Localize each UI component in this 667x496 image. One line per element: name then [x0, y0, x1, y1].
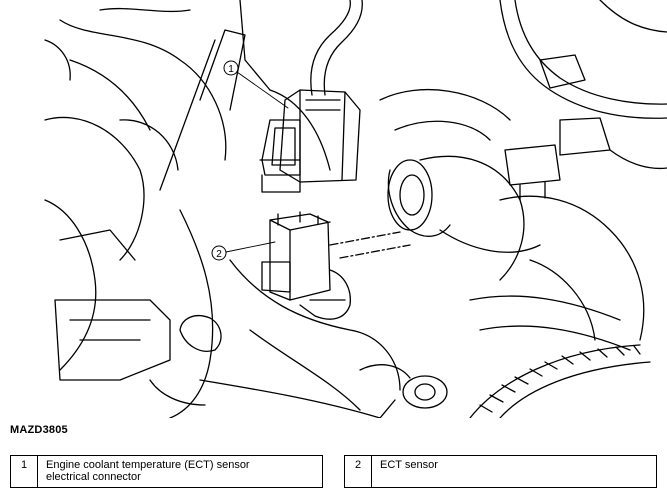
braided-hose: [469, 344, 651, 418]
legend-item-1: 1 Engine coolant temperature (ECT) senso…: [10, 455, 323, 488]
legend-description: ECT sensor: [380, 459, 438, 471]
sensor-wire: [310, 0, 363, 96]
ect-sensor: [261, 211, 351, 320]
callout-2-number: 2: [216, 249, 222, 260]
engine-bay-illustration: 1 2: [44, 0, 667, 418]
legend-number: 1: [11, 456, 38, 487]
coolant-pipe: [329, 89, 645, 341]
legend-number: 2: [345, 456, 372, 487]
callout-1: 1: [223, 60, 289, 109]
lower-bolt: [359, 364, 448, 418]
legend-description: Engine coolant temperature (ECT) sensor …: [46, 459, 250, 483]
figure-code: MAZD3805: [10, 424, 68, 436]
callout-2: 2: [211, 241, 276, 261]
engine-background: [44, 0, 401, 418]
right-side-harness: [469, 0, 667, 351]
ect-sensor-electrical-connector: [259, 89, 361, 193]
callout-1-number: 1: [228, 64, 234, 75]
legend-item-2: 2 ECT sensor: [344, 455, 657, 488]
